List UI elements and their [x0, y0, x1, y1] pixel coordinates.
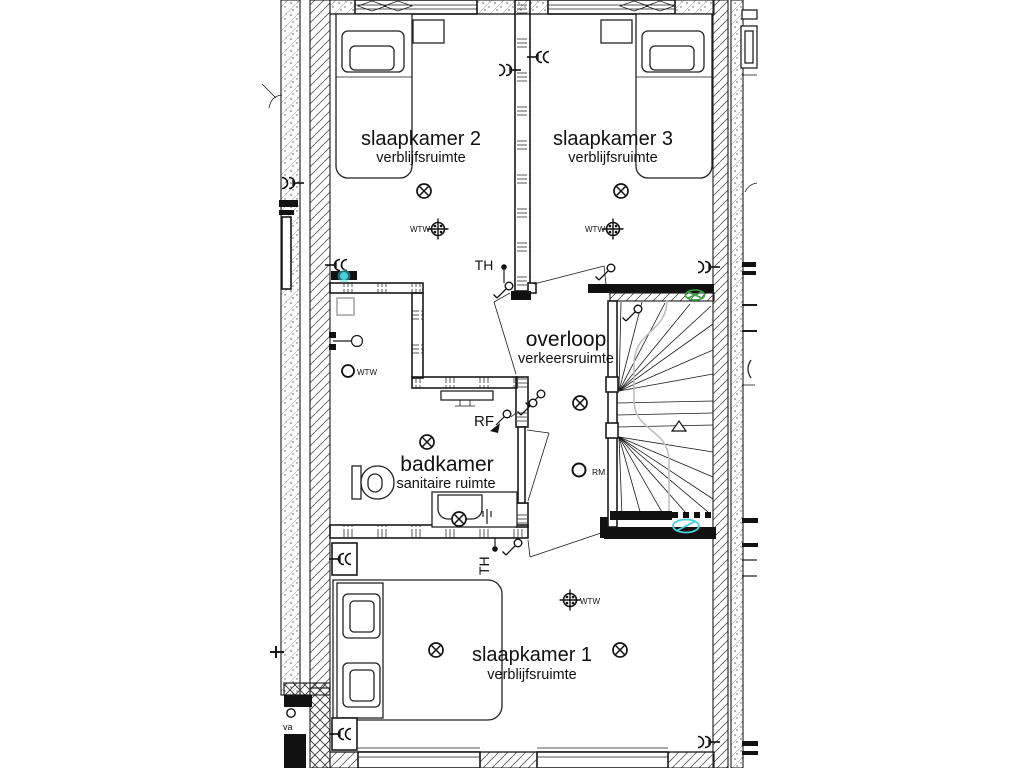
ceiling-light-icon	[612, 642, 628, 658]
washbasin	[431, 491, 518, 528]
water-tap-point-icon	[331, 269, 357, 283]
rf-switch-icon	[490, 409, 517, 433]
room-type-overloop: verkeersruimte	[518, 351, 614, 367]
vent-extract-icon	[684, 289, 706, 301]
wall-shower	[411, 292, 424, 379]
bed-bedroom3	[600, 13, 713, 179]
room-type-badkamer: sanitaire ruimte	[396, 476, 495, 492]
wall-stair-bottom	[604, 527, 716, 539]
window-top-left	[354, 0, 478, 15]
drain-light-icon	[451, 511, 467, 527]
ceiling-light-icon	[419, 434, 435, 450]
party-wall-left	[280, 0, 331, 768]
wtw-label: WTW	[410, 225, 430, 234]
door-bedroom2	[493, 292, 517, 375]
light-switch-icon	[621, 304, 643, 322]
wtw-label: WTW	[585, 225, 605, 234]
water-point-icon	[672, 518, 700, 534]
window-bottom-right	[536, 751, 669, 768]
room-name-slaapkamer2: slaapkamer 2	[361, 128, 481, 150]
room-type-slaapkamer1: verblijfsruimte	[487, 667, 576, 683]
ceiling-light-icon	[416, 183, 432, 199]
roof-window-icon	[356, 0, 676, 12]
shower-drain-icon	[336, 297, 355, 316]
wtw-point-icon	[341, 364, 355, 378]
ceiling-light-icon	[428, 642, 444, 658]
stairs	[605, 289, 715, 534]
wall-between-bedrooms	[514, 0, 531, 292]
va-label: va	[283, 722, 293, 732]
wtw-valve-icon	[601, 217, 625, 241]
thermostat-label: TH	[476, 556, 492, 575]
radiator	[440, 390, 494, 407]
smoke-detector-icon	[571, 462, 587, 478]
door-bathroom	[517, 426, 550, 504]
room-name-slaapkamer3: slaapkamer 3	[553, 128, 673, 150]
ceiling-light-icon	[572, 395, 588, 411]
room-labels: slaapkamer 2 verblijfsruimte slaapkamer …	[361, 128, 673, 683]
stair-walk-line	[633, 299, 670, 512]
wall-stair-top	[588, 284, 714, 293]
tap-icon	[482, 509, 492, 524]
symbol-labels: WTW WTW WTW WTW TH TH RF RM va	[283, 225, 605, 732]
thermostat-bedroom1	[492, 538, 498, 552]
stair-direction-arrow-icon	[670, 419, 688, 432]
wall-landing-left-upper	[515, 376, 529, 428]
wall-landing-left-lower	[515, 502, 529, 528]
room-type-slaapkamer2: verblijfsruimte	[376, 150, 465, 166]
door-bedroom1	[527, 532, 602, 558]
nightstand	[412, 19, 445, 44]
wall-bedroom1-top	[329, 524, 529, 539]
neighbour-fragments-left	[261, 83, 312, 768]
wall-bathroom-inner	[411, 376, 518, 389]
nightstand	[600, 19, 633, 44]
light-switch-icon	[492, 281, 514, 299]
bed-bedroom1	[332, 579, 503, 721]
wtw-label: WTW	[357, 368, 377, 377]
thermostat-label: TH	[475, 257, 494, 273]
smoke-detector-label: RM	[592, 467, 605, 477]
door-bedroom3	[533, 265, 607, 285]
toilet-icon	[351, 465, 395, 500]
wtw-label: WTW	[580, 597, 600, 606]
thermostat-top	[501, 264, 507, 283]
rf-label: RF	[474, 413, 494, 430]
ceiling-light-icon	[613, 183, 629, 199]
wtw-valve-icon	[558, 588, 582, 612]
room-name-overloop: overloop	[526, 328, 607, 351]
wtw-valves	[341, 217, 625, 612]
party-wall-right	[712, 0, 744, 768]
shower-head-icon	[350, 334, 364, 348]
room-name-slaapkamer1: slaapkamer 1	[472, 644, 592, 666]
light-switch-icon	[501, 538, 523, 556]
room-type-slaapkamer3: verblijfsruimte	[568, 150, 657, 166]
wall-bathroom-top	[329, 282, 424, 294]
neighbour-fragments-right	[740, 9, 758, 755]
wtw-valve-icon	[426, 217, 450, 241]
door-swings	[493, 265, 607, 558]
sockets	[324, 50, 721, 751]
window-bottom-left	[357, 751, 481, 768]
room-name-badkamer: badkamer	[400, 453, 493, 476]
shower	[329, 297, 364, 350]
bottom-wall	[329, 747, 715, 768]
stair-treads	[616, 301, 714, 517]
bed-bedroom2	[335, 13, 445, 179]
